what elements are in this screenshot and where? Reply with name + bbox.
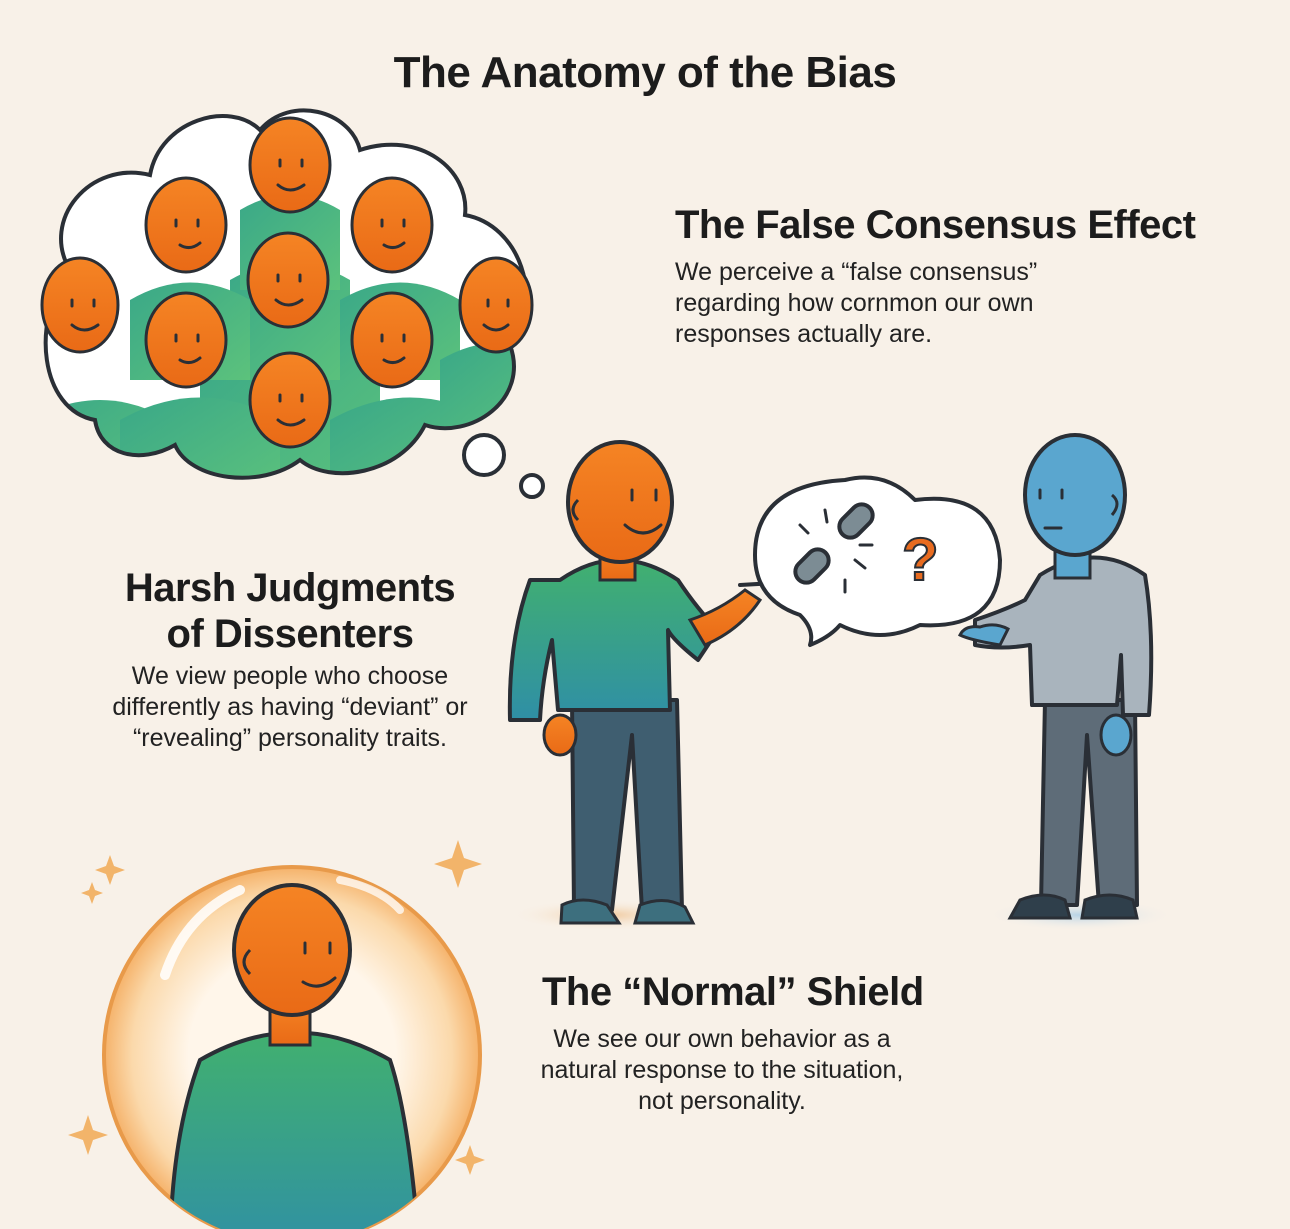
normal-shield-section: The “Normal” Shield We see our own behav… xyxy=(520,970,960,1117)
broken-link-icon xyxy=(793,502,875,585)
orange-person xyxy=(507,440,777,931)
normal-shield-heading: The “Normal” Shield xyxy=(542,970,924,1014)
harsh-judgments-body: We view people who choose differently as… xyxy=(112,662,468,752)
false-consensus-heading: The False Consensus Effect xyxy=(675,203,1196,247)
page-title: The Anatomy of the Bias xyxy=(393,48,897,97)
sparkle-icons xyxy=(68,840,485,1175)
blue-person xyxy=(957,433,1175,931)
normal-shield-body: We see our own behavior as a natural res… xyxy=(540,1025,904,1115)
normal-shield-bubble xyxy=(68,840,485,1229)
false-consensus-section: The False Consensus Effect We perceive a… xyxy=(675,203,1275,350)
speech-bubble: ? xyxy=(753,475,1002,647)
question-mark: ? xyxy=(902,526,939,593)
thought-cloud xyxy=(40,108,545,499)
harsh-judgments-heading-line1: Harsh Judgments xyxy=(124,566,456,610)
harsh-judgments-section: Harsh Judgments of Dissenters We view pe… xyxy=(80,565,500,754)
harsh-judgments-heading-line2: of Dissenters xyxy=(166,612,414,656)
false-consensus-body: We perceive a “false consensus” regardin… xyxy=(675,258,1038,348)
